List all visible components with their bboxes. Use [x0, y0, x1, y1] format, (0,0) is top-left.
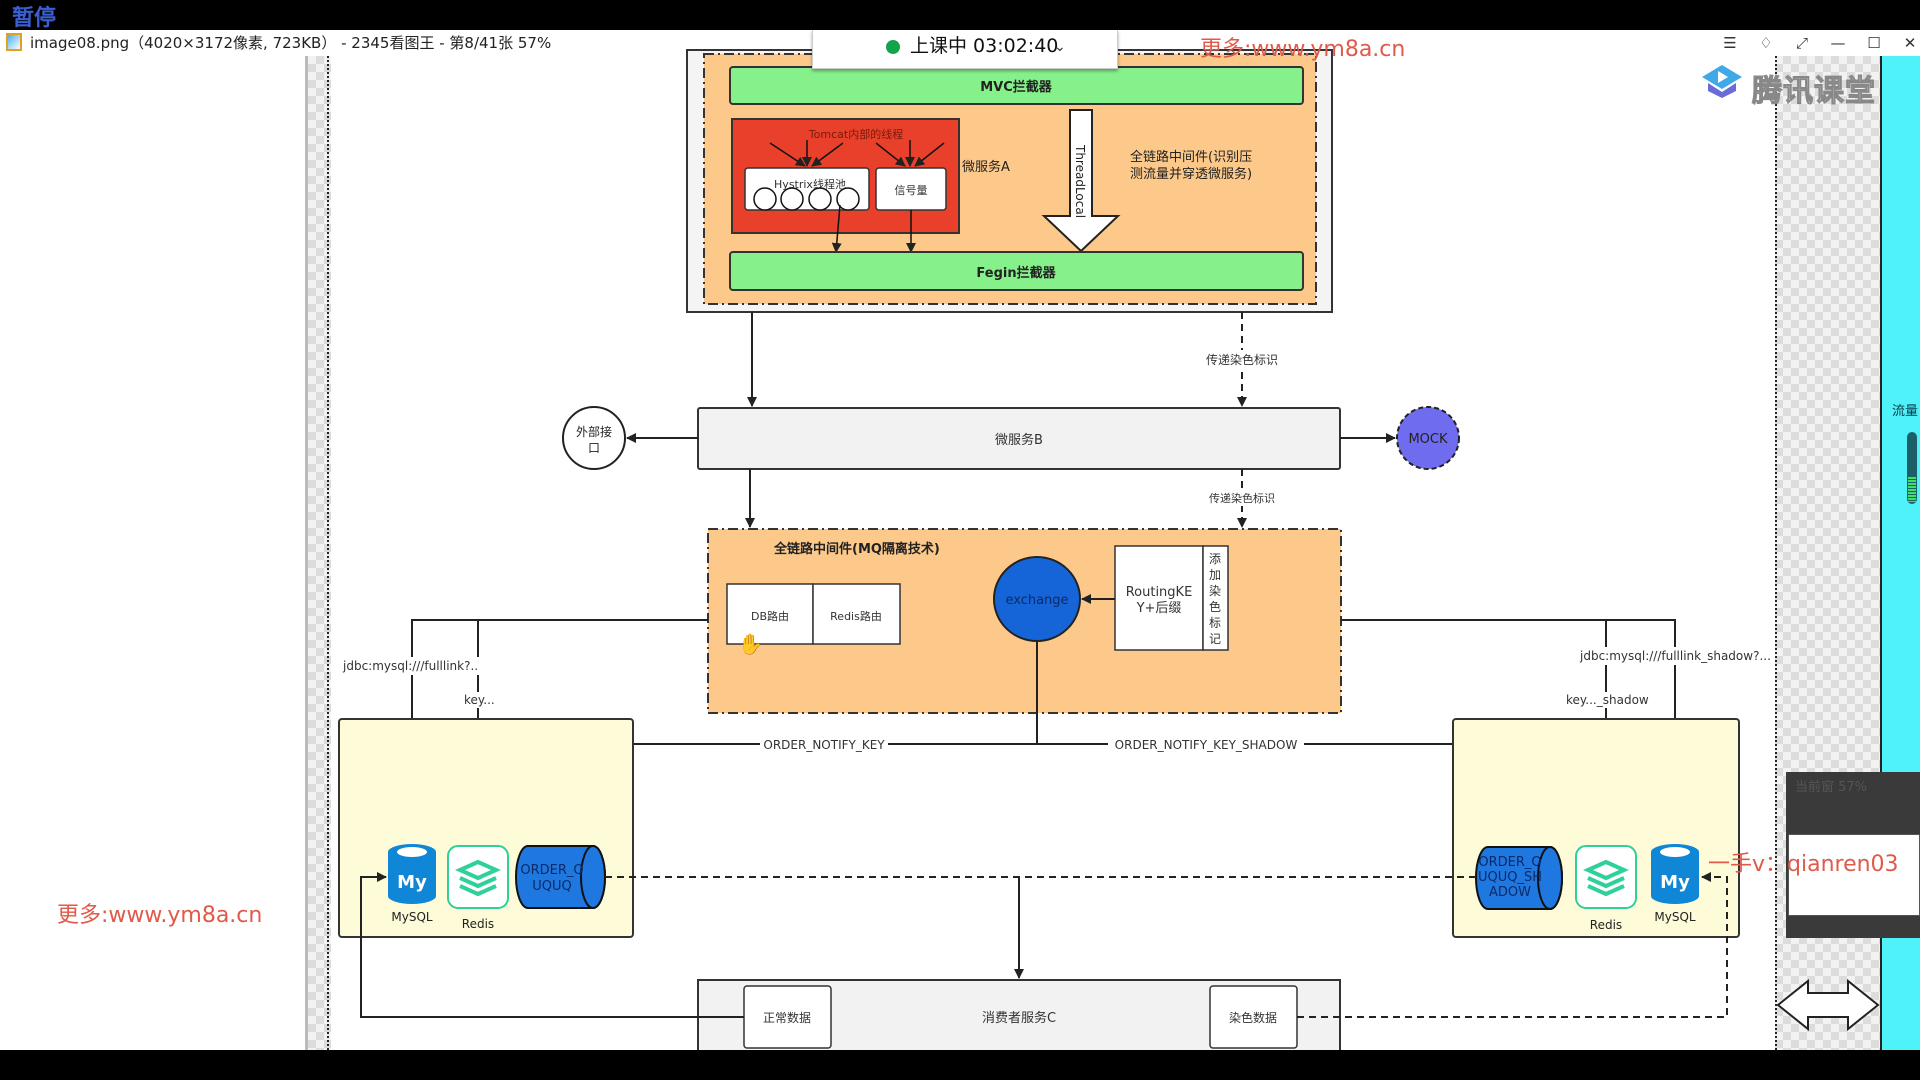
order-queue-shadow-label-2: UQUQ_SH: [1478, 870, 1542, 885]
service-b-label: 微服务B: [995, 432, 1043, 448]
threadlocal-arrow: [1041, 109, 1121, 253]
external-api-label-1: 外部接: [576, 424, 612, 439]
svg-text:色: 色: [1209, 600, 1221, 614]
threadlocal-label: ThreadLocal: [1073, 144, 1087, 218]
hystrix-pool-label: Hystrix线程池: [774, 177, 846, 191]
chevron-down-icon[interactable]: ⌄: [1054, 39, 1066, 55]
external-api-label-2: 口: [588, 441, 600, 455]
feign-interceptor-label: Fegin拦截器: [976, 265, 1056, 281]
middleware-note-line2: 测流量并穿透微服务): [1130, 166, 1252, 182]
mysql-icon: My: [388, 844, 436, 904]
redis-icon: [447, 845, 509, 909]
semaphore-label: 信号量: [895, 184, 928, 197]
normal-data-label: 正常数据: [763, 1010, 811, 1025]
svg-text:添: 添: [1209, 552, 1221, 566]
feign-interceptor-bar: [729, 251, 1304, 291]
mvc-interceptor-label: MVC拦截器: [980, 79, 1053, 95]
pass-color-tag-label-1: 传递染色标识: [1206, 352, 1278, 367]
fullscreen-icon[interactable]: ⤢: [1795, 34, 1808, 52]
mock-node: [1396, 406, 1460, 470]
db-route-label: DB路由: [751, 609, 789, 623]
key-shadow-label: key..._shadow: [1566, 693, 1649, 707]
key-normal-label: key...: [464, 693, 495, 707]
svg-text:My: My: [397, 872, 427, 893]
routing-key-label-2: Y+后缀: [1136, 601, 1182, 616]
order-queue-normal-label-1: ORDER_Q: [520, 863, 583, 878]
thread-circle: [780, 187, 804, 211]
routing-key-label-1: RoutingKE: [1126, 585, 1193, 600]
add-color-tag-box: [1202, 545, 1229, 651]
maximize-button[interactable]: ☐: [1867, 34, 1881, 52]
flow-label: 流量: [1892, 404, 1919, 419]
svg-text:记: 记: [1209, 632, 1221, 646]
routing-shadow-label: ORDER_NOTIFY_KEY_SHADOW: [1115, 738, 1298, 752]
image-border-right: [1775, 56, 1777, 1050]
service-a-label: 微服务A: [962, 159, 1010, 175]
thread-circle: [808, 187, 832, 211]
tencent-classroom-logo-icon: [1702, 65, 1742, 98]
svg-text:染: 染: [1209, 583, 1221, 598]
svg-text:加: 加: [1209, 568, 1221, 582]
close-button[interactable]: ✕: [1903, 34, 1917, 52]
navigator-thumbnail[interactable]: [1788, 834, 1920, 916]
redis-shadow-label: Redis: [1590, 918, 1622, 932]
order-queue-normal-label-2: UQUQ: [532, 879, 572, 894]
thread-circle: [753, 187, 777, 211]
db-route-box: [726, 583, 814, 645]
svg-text:标: 标: [1209, 616, 1221, 630]
jdbc-normal-label: jdbc:mysql:///fulllink?..: [342, 659, 478, 673]
skin-icon[interactable]: ♢: [1759, 34, 1773, 52]
connector-shadow-queue: [1037, 743, 1523, 844]
consumer-c-label: 消费者服务C: [982, 1010, 1056, 1026]
live-status-text: 上课中 03:02:40: [910, 35, 1059, 57]
mysql-normal-label: MySQL: [391, 910, 433, 924]
live-status-dot-icon: [886, 40, 900, 54]
order-queue-normal: [515, 845, 606, 909]
connector-normal-data-to-mysql: [360, 872, 744, 1018]
live-status-pill[interactable]: [812, 30, 1118, 69]
order-queue-shadow-label-1: ORDER_Q: [1478, 855, 1541, 870]
image-border-left: [327, 56, 329, 1050]
mq-middleware-title: 全链路中间件(MQ隔离技术): [773, 541, 940, 557]
top-black-bar: [0, 0, 1920, 30]
jdbc-shadow-label: jdbc:mysql:///fulllink_shadow?...: [1579, 649, 1771, 663]
flow-meter: [1907, 432, 1917, 504]
external-api-node: [562, 406, 626, 470]
connector-shadow-data-to-mysql: [1297, 872, 1728, 1018]
flow-meter-fill: [1908, 476, 1916, 502]
canvas-edge-left: [305, 56, 331, 1050]
watermark-top: 更多:www.ym8a.cn: [1200, 37, 1406, 62]
navigator-label: 当前窗 57%: [1795, 780, 1868, 795]
watermark-right: 一手v：qianren03: [1708, 852, 1899, 877]
svg-text:My: My: [1660, 872, 1690, 893]
redis-icon: [1575, 845, 1637, 909]
mysql-shadow-label: MySQL: [1654, 910, 1696, 924]
mysql-icon: My: [1651, 844, 1699, 904]
window-title: image08.png（4020×3172像素, 723KB） - 2345看图…: [30, 34, 552, 52]
resize-arrow-icon: [1776, 978, 1880, 1032]
redis-route-label: Redis路由: [830, 609, 882, 623]
bottom-black-bar: [0, 1050, 1920, 1080]
mock-label: MOCK: [1408, 432, 1448, 447]
routing-normal-label: ORDER_NOTIFY_KEY: [763, 738, 885, 752]
order-queue-shadow-label-3: ADOW: [1489, 885, 1531, 900]
pass-color-tag-label-2: 传递染色标识: [1209, 491, 1275, 505]
thread-circle: [836, 187, 860, 211]
tomcat-threads-label: Tomcat内部的线程: [808, 127, 903, 141]
app-icon: [6, 33, 22, 51]
order-queue-shadow: [1475, 846, 1563, 910]
menu-icon[interactable]: ☰: [1723, 34, 1737, 52]
shadow-data-label: 染色数据: [1229, 1010, 1277, 1025]
tencent-classroom-brand: 腾讯课堂: [1752, 74, 1876, 110]
watermark-left: 更多:www.ym8a.cn: [57, 903, 263, 928]
add-color-tag-label: 添 加 染 色 标 记: [1209, 552, 1221, 646]
pause-indicator[interactable]: 暂停: [12, 6, 57, 31]
middleware-note-line1: 全链路中间件(识别压: [1130, 149, 1252, 165]
exchange-label: exchange: [1005, 593, 1068, 608]
redis-normal-label: Redis: [462, 917, 494, 931]
minimize-button[interactable]: —: [1830, 34, 1846, 52]
redis-route-box: [812, 583, 901, 645]
hand-cursor-icon: ✋: [738, 632, 763, 656]
